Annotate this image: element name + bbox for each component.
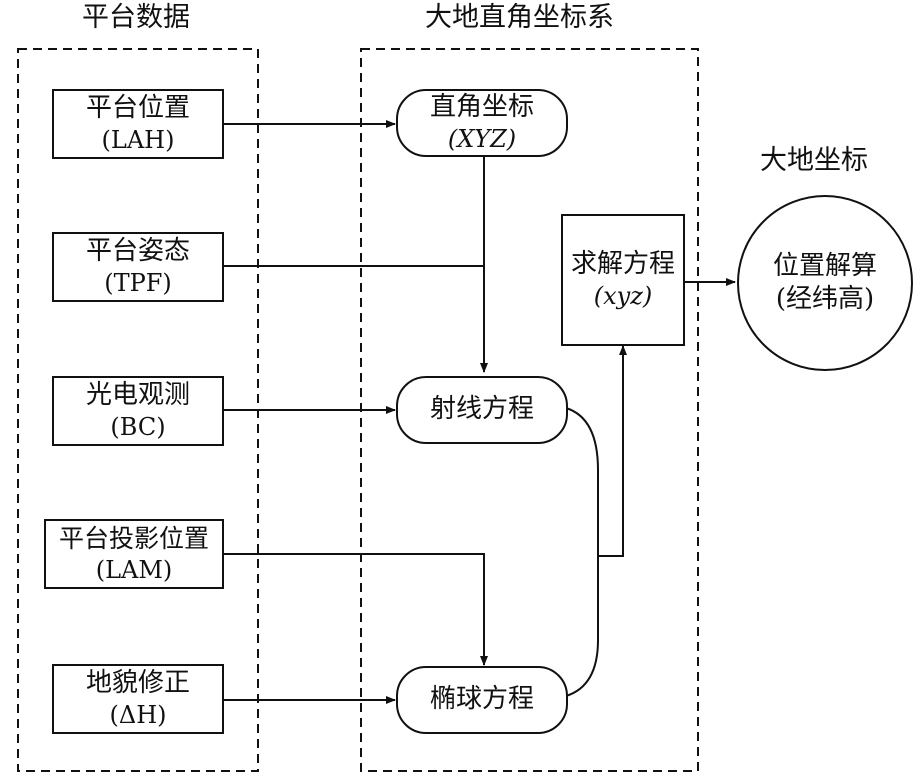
result-code: (经纬高): [775, 284, 875, 314]
arrow-merge-to-solve: [598, 345, 627, 557]
input-platform-attitude: 平台姿态 (TPF): [52, 232, 224, 302]
input-eo-observation: 光电观测 (BC): [52, 376, 224, 446]
node-solve-equation: 求解方程 (xyz): [561, 214, 685, 346]
line-lam-to-ellipsoid: [224, 553, 488, 666]
curve-ellipsoid-to-merge: [565, 556, 599, 697]
input-code: (ΔH): [109, 701, 167, 730]
node-name: 求解方程: [570, 249, 675, 279]
node-position-solution: 位置解算 (经纬高): [737, 195, 913, 371]
node-rect-coords: 直角坐标 (XYZ): [396, 89, 568, 157]
input-terrain-correction: 地貌修正 (ΔH): [52, 664, 224, 734]
input-code: (TPF): [104, 269, 172, 298]
title-cartesian-system: 大地直角坐标系: [425, 2, 614, 33]
node-code: (xyz): [593, 282, 653, 311]
node-name: 椭球方程: [429, 684, 534, 715]
input-code: (LAH): [101, 126, 175, 155]
input-code: (BC): [110, 413, 166, 442]
input-projected-position: 平台投影位置 (LAM): [44, 519, 224, 589]
node-name: 直角坐标: [429, 92, 534, 122]
curve-ray-to-merge: [565, 407, 599, 556]
input-name: 平台姿态: [85, 236, 190, 266]
title-geodetic-coords: 大地坐标: [760, 145, 868, 176]
node-name: 射线方程: [429, 394, 534, 425]
input-name: 光电观测: [85, 380, 190, 410]
node-code: (XYZ): [447, 125, 517, 154]
node-ray-equation: 射线方程: [396, 376, 568, 444]
result-name: 位置解算: [772, 250, 877, 281]
input-platform-position: 平台位置 (LAH): [52, 89, 224, 159]
input-name: 平台投影位置: [58, 523, 209, 553]
input-code: (LAM): [95, 555, 173, 584]
input-name: 平台位置: [85, 93, 190, 123]
node-ellipsoid-equation: 椭球方程: [396, 666, 568, 734]
input-name: 地貌修正: [85, 668, 190, 698]
title-platform-data: 平台数据: [82, 2, 190, 33]
